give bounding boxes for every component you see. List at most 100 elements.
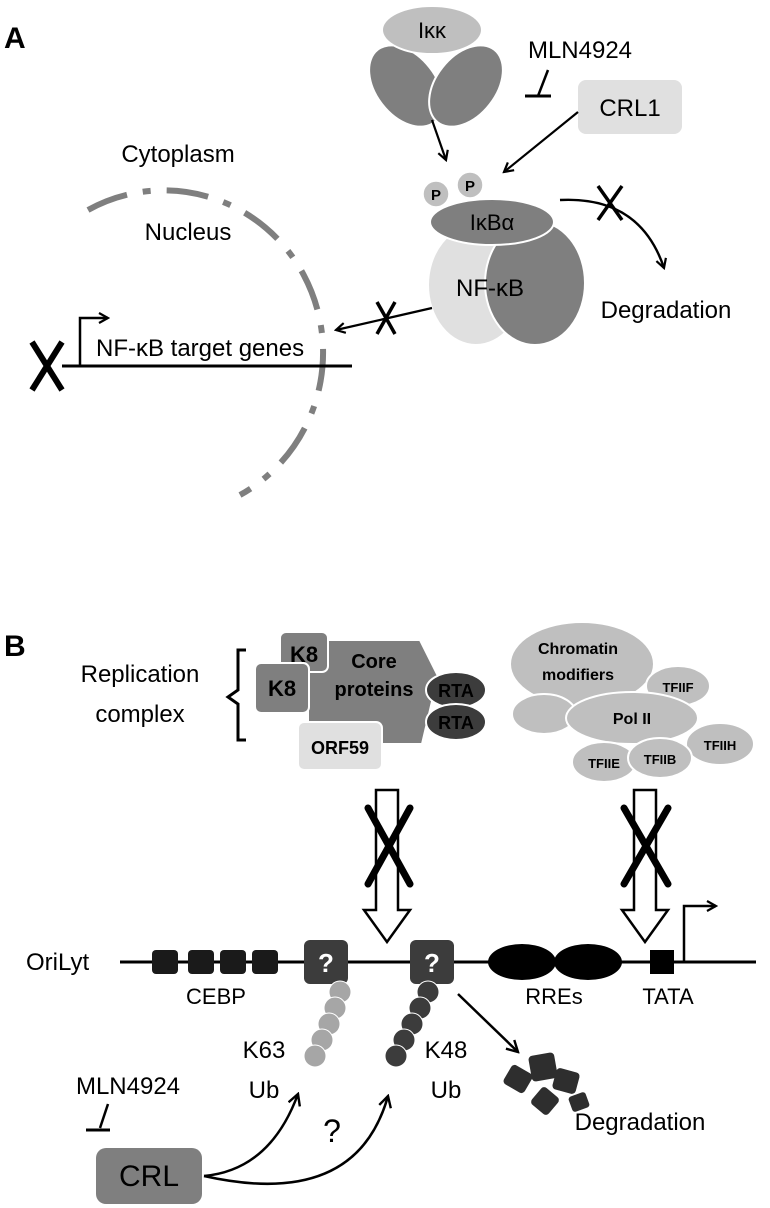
- k63-ub-5: [303, 1044, 327, 1068]
- chromatin-label-line1: Chromatin: [538, 641, 618, 658]
- ikk-complex: Iκκ: [368, 5, 504, 128]
- phospho-1: [422, 180, 450, 208]
- ikba-shape: [429, 198, 555, 246]
- crl-label: CRL: [119, 1160, 179, 1193]
- rta-label-2: RTA: [438, 713, 474, 733]
- transcription-hollow-arrow: [619, 788, 671, 945]
- k48-ub-chain: [384, 980, 440, 1068]
- k48-label: K48: [425, 1037, 468, 1064]
- transcription-complex: Chromatin modifiers TFIIF TFIIH Pol II T…: [509, 621, 755, 783]
- k63-label: K63: [243, 1037, 286, 1064]
- orilyt-label: OriLyt: [26, 949, 89, 976]
- unknown-factor-1-label: ?: [318, 948, 334, 978]
- panel-a: A Iκκ MLN4924 CRL1 Cytoplasm Nucleus NF-…: [4, 5, 732, 498]
- ikba-degradation-arrow: [559, 198, 664, 268]
- tfiie-label: TFIIE: [588, 756, 620, 771]
- orf59-box: [297, 721, 383, 771]
- cebp-site-3: [220, 950, 246, 974]
- k48-degradation-arrow: [457, 993, 518, 1052]
- panel-b-label: B: [4, 630, 26, 663]
- unknown-factor-2: [410, 940, 454, 984]
- nfkb-label: NF-κB: [456, 275, 524, 302]
- crl-box: [96, 1148, 202, 1204]
- k48-ub-5: [384, 1044, 408, 1068]
- degradation-label-b: Degradation: [575, 1109, 706, 1136]
- k8-box-2: [254, 662, 310, 714]
- rre-1: [488, 944, 556, 980]
- k63-ub-label: Ub: [249, 1077, 280, 1104]
- k8-label-2: K8: [268, 676, 296, 701]
- phospho-1-label: P: [431, 187, 441, 204]
- phospho-2-label: P: [465, 178, 475, 195]
- core-proteins-line1: Core: [351, 651, 397, 673]
- cytoplasm-label: Cytoplasm: [121, 141, 234, 168]
- fragment-1: [503, 1064, 533, 1094]
- target-genes-label: NF-κB target genes: [96, 335, 304, 362]
- cebp-site-2: [188, 950, 214, 974]
- cebp-site-4: [252, 950, 278, 974]
- k63-ub-chain: [303, 980, 352, 1068]
- core-proteins-line2: proteins: [335, 679, 414, 701]
- orf59-label: ORF59: [311, 738, 369, 758]
- fragment-5: [568, 1092, 590, 1112]
- ikk-to-ikba-arrow: [430, 119, 446, 160]
- gene-block-x: [29, 340, 65, 392]
- crl-question-mark: ?: [323, 1113, 341, 1149]
- tfiih-label: TFIIH: [704, 738, 737, 753]
- inhibition-stem-a: [536, 69, 550, 97]
- nucleus-label: Nucleus: [145, 219, 232, 246]
- rre-2: [554, 944, 622, 980]
- crl-to-k63-arrow: [203, 1094, 298, 1178]
- degradation-label-a: Degradation: [601, 297, 732, 324]
- ikk-right-lobe: [428, 44, 504, 128]
- transcription-block-x: [620, 804, 672, 888]
- ikk-label: Iκκ: [418, 18, 447, 43]
- mln4924-label-a: MLN4924: [528, 37, 632, 64]
- ikk-left-lobe: [368, 44, 444, 128]
- panel-b: B Replication complex Core proteins K8 K…: [4, 621, 756, 1204]
- tfiib-shape: [627, 737, 693, 779]
- tfiih-shape: [685, 722, 755, 766]
- pol2-label: Pol II: [613, 711, 651, 728]
- pol2-shape: [565, 691, 699, 745]
- tfiib-label: TFIIB: [644, 752, 677, 767]
- degradation-block-x-a: [596, 184, 624, 222]
- crl1-label: CRL1: [599, 95, 660, 122]
- cebp-label: CEBP: [186, 984, 246, 1009]
- fragment-2: [528, 1052, 558, 1082]
- fragment-3: [552, 1068, 580, 1094]
- unknown-factor-1: [304, 940, 348, 984]
- ikba-label: IκBα: [470, 210, 515, 235]
- phospho-2: [456, 171, 484, 199]
- replication-block-x: [364, 804, 414, 888]
- ikk-head: [381, 5, 483, 55]
- crl-to-k48-arrow: [203, 1096, 388, 1185]
- rta-label-1: RTA: [438, 681, 474, 701]
- degradation-fragments: [503, 1052, 590, 1115]
- tfiif-label: TFIIF: [662, 680, 693, 695]
- mln4924-label-b: MLN4924: [76, 1073, 180, 1100]
- nfkb-ikba-complex: NF-κB IκBα P P: [422, 171, 586, 346]
- nuclear-envelope: [86, 187, 327, 498]
- translocation-block-x: [375, 301, 397, 335]
- rres-label: RREs: [525, 984, 582, 1009]
- tata-label: TATA: [642, 984, 694, 1009]
- fragment-4: [531, 1087, 559, 1115]
- replication-label-line1: Replication: [81, 661, 200, 688]
- tata-box: [650, 950, 674, 974]
- rta-2: [425, 703, 487, 741]
- replication-hollow-arrow: [361, 788, 413, 945]
- chromatin-label-line2: modifiers: [542, 667, 614, 684]
- transcription-start-arrow: [78, 318, 108, 366]
- replication-complex: Core proteins K8 K8 RTA RTA ORF59: [254, 631, 487, 771]
- inhibition-stem-b: [98, 1103, 110, 1129]
- unknown-factor-2-label: ?: [424, 948, 440, 978]
- crl1-to-ikba-arrow: [504, 111, 579, 172]
- transcription-start-arrow-b: [682, 906, 716, 962]
- panel-a-label: A: [4, 22, 26, 55]
- cebp-sites: [152, 950, 278, 974]
- cebp-site-1: [152, 950, 178, 974]
- k48-ub-label: Ub: [431, 1077, 462, 1104]
- replication-bracket: [225, 648, 246, 742]
